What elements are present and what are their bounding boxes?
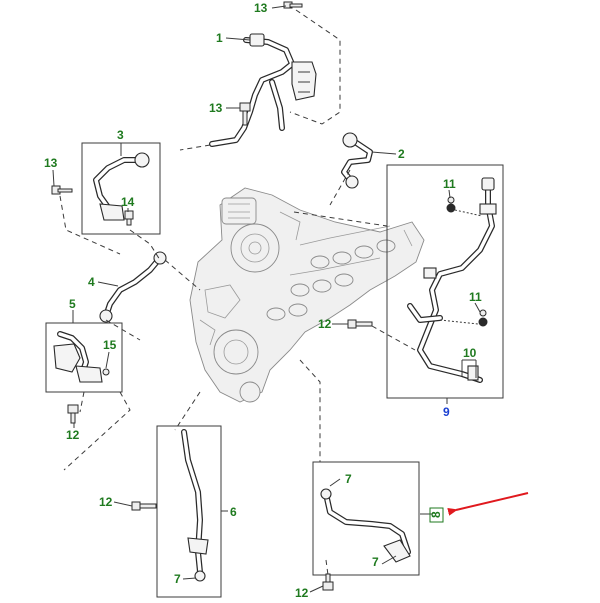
callout-4[interactable]: 4 <box>88 275 95 289</box>
callout-11-bottom[interactable]: 11 <box>469 290 482 304</box>
box-part-8 <box>312 461 420 576</box>
callout-13-left[interactable]: 13 <box>44 156 58 170</box>
callout-12-mid[interactable]: 12 <box>318 317 332 331</box>
callout-13-mid[interactable]: 13 <box>209 101 223 115</box>
bolt-12-box5 <box>67 404 79 424</box>
callout-5[interactable]: 5 <box>69 297 76 311</box>
callout-7-left[interactable]: 7 <box>174 572 181 586</box>
bolt-12-bottom <box>322 573 334 591</box>
red-dot-leader-2 <box>439 319 479 325</box>
red-pointer-arrow-icon <box>447 492 529 516</box>
bolt-13-left <box>51 185 73 195</box>
part-3-pipe <box>93 152 150 221</box>
part-1-pipe <box>209 33 317 147</box>
callout-6[interactable]: 6 <box>230 505 237 519</box>
bolt-12-mid <box>347 319 373 329</box>
leader-lines <box>52 5 481 593</box>
part-2-hose <box>341 132 373 189</box>
dashed-connectors <box>59 9 416 576</box>
callout-7-top[interactable]: 7 <box>345 472 352 486</box>
part-8-pipe <box>320 488 411 563</box>
callout-8[interactable]: 8 <box>429 511 443 518</box>
red-dot-leader-1 <box>454 209 483 217</box>
bolt-12-lower <box>131 501 157 511</box>
callout-9[interactable]: 9 <box>443 405 450 419</box>
callout-12-box5[interactable]: 12 <box>66 428 80 442</box>
callout-14[interactable]: 14 <box>121 195 135 209</box>
callout-2[interactable]: 2 <box>398 147 405 161</box>
part-6-pipe <box>181 429 209 582</box>
bolt-11-bottom <box>478 309 488 327</box>
bolt-13-mid <box>239 102 251 126</box>
callout-labels: 13 1 13 3 2 13 14 11 4 11 5 12 15 10 12 … <box>44 1 482 600</box>
box-part-9 <box>386 164 504 399</box>
callout-13-top[interactable]: 13 <box>254 1 268 15</box>
bolt-13-top <box>283 1 303 9</box>
callout-12-lower[interactable]: 12 <box>99 495 113 509</box>
bolt-11-top <box>446 196 456 213</box>
callout-8-box <box>429 507 444 523</box>
part-4-pipe <box>99 251 167 323</box>
callout-15[interactable]: 15 <box>103 338 117 352</box>
callout-11-top[interactable]: 11 <box>443 177 456 191</box>
part-5-elbow <box>53 331 110 383</box>
callout-12-bottom[interactable]: 12 <box>295 586 309 600</box>
callout-1[interactable]: 1 <box>216 31 223 45</box>
bolt-14 <box>124 210 134 226</box>
callout-3[interactable]: 3 <box>117 128 124 142</box>
part-9-pipe-assembly <box>407 177 497 383</box>
callout-7-bottom[interactable]: 7 <box>372 555 379 569</box>
engine-turbo-assembly <box>189 187 425 403</box>
callout-10[interactable]: 10 <box>463 346 477 360</box>
